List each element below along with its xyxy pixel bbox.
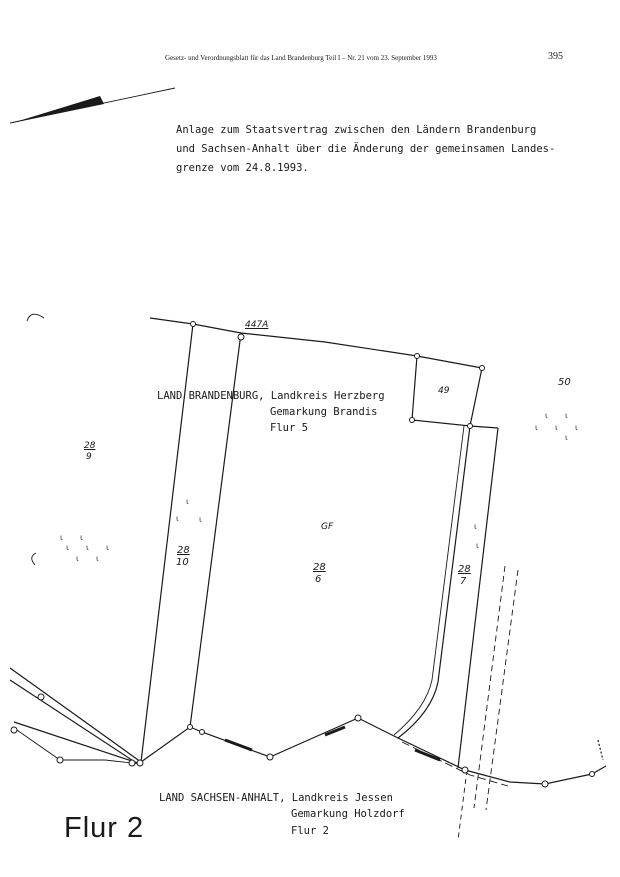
boundary-marker xyxy=(128,759,136,767)
parcel-label-28-6-numerator: 28 xyxy=(313,562,326,573)
boundary-marker xyxy=(354,714,362,722)
boundary-thick-segment-1 xyxy=(224,738,253,752)
south-boundary xyxy=(140,717,593,785)
boundary-marker xyxy=(187,724,193,730)
boundary-marker xyxy=(136,759,144,767)
dashed-line-3 xyxy=(457,769,468,841)
boundary-marker xyxy=(409,417,415,423)
parcel-28-10-east-line xyxy=(189,332,242,728)
parcel-28-7-east-line xyxy=(457,427,499,769)
sachsen-anhalt-gemarkung-label: Gemarkung Holzdorf xyxy=(291,808,405,820)
large-flur-label: Flur 2 xyxy=(64,812,145,844)
boundary-marker xyxy=(541,780,549,788)
tree-symbol: ɩ xyxy=(96,554,99,563)
brandenburg-state-label: LAND BRANDENBURG, Landkreis Herzberg xyxy=(157,390,385,402)
parcel-label-28-9-numerator: 28 xyxy=(84,441,96,451)
tree-symbol: ɩ xyxy=(76,554,79,563)
brandenburg-gemarkung-label: Gemarkung Brandis xyxy=(270,406,378,418)
west-diagonal-2 xyxy=(9,679,142,767)
sachsen-anhalt-flur-label: Flur 2 xyxy=(291,825,329,837)
parcel-label-28-7-denominator: 7 xyxy=(460,576,467,587)
tree-symbol: ɩ xyxy=(535,423,538,432)
east-edge-ticks xyxy=(597,739,604,761)
boundary-marker xyxy=(467,423,473,429)
margin-mark-top xyxy=(26,313,45,322)
parcel-49-extension xyxy=(469,425,499,429)
sachsen-anhalt-state-label: LAND SACHSEN-ANHALT, Landkreis Jessen xyxy=(159,792,393,804)
intro-line-1: Anlage zum Staatsvertrag zwischen den Lä… xyxy=(176,124,537,136)
parcel-label-50: 50 xyxy=(558,377,571,388)
tree-symbol: ɩ xyxy=(474,522,477,531)
north-boundary xyxy=(149,317,483,369)
tree-symbol: ɩ xyxy=(66,543,69,552)
east-boundary-inner xyxy=(393,425,465,736)
margin-mark-middle xyxy=(31,552,37,566)
parcel-label-gf: GF xyxy=(321,522,334,532)
boundary-marker xyxy=(199,729,205,735)
page-number: 395 xyxy=(548,51,563,62)
tree-symbol: ɩ xyxy=(555,423,558,432)
tree-symbol: ɩ xyxy=(476,541,479,550)
west-boundary-lower xyxy=(13,727,142,765)
boundary-marker xyxy=(10,726,18,734)
brandenburg-flur-label: Flur 5 xyxy=(270,422,308,434)
west-diagonal-1 xyxy=(9,667,142,763)
boundary-marker xyxy=(479,365,485,371)
parcel-49-outline xyxy=(411,355,483,427)
tree-symbol: ɩ xyxy=(60,533,63,542)
parcel-label-49: 49 xyxy=(438,386,450,396)
boundary-marker xyxy=(414,353,420,359)
boundary-marker xyxy=(37,693,45,701)
tree-symbol: ɩ xyxy=(575,423,578,432)
boundary-thick-segment-3 xyxy=(414,748,441,762)
parcel-label-28-10-denominator: 10 xyxy=(176,557,189,568)
east-boundary-outer xyxy=(397,425,471,739)
gazette-title: Gesetz- und Verordnungsblatt für das Lan… xyxy=(165,54,437,62)
boundary-marker xyxy=(461,766,469,774)
tree-symbol: ɩ xyxy=(186,497,189,506)
boundary-marker xyxy=(266,753,274,761)
tree-symbol: ɩ xyxy=(565,433,568,442)
tree-symbol: ɩ xyxy=(86,543,89,552)
boundary-marker xyxy=(56,756,64,764)
parcel-label-28-9-denominator: 9 xyxy=(86,452,92,462)
west-diagonal-3 xyxy=(13,721,142,765)
parcel-28-10-west-line xyxy=(140,323,194,763)
boundary-thick-segment-2 xyxy=(324,725,346,737)
boundary-marker xyxy=(190,321,196,327)
intro-line-2: und Sachsen-Anhalt über die Änderung der… xyxy=(176,143,556,155)
parcel-label-28-6-denominator: 6 xyxy=(315,574,322,585)
tree-symbol: ɩ xyxy=(80,533,83,542)
boundary-marker xyxy=(237,333,245,341)
parcel-label-447a: 447A xyxy=(245,320,269,330)
tree-symbol: ɩ xyxy=(545,411,548,420)
tree-symbol: ɩ xyxy=(199,515,202,524)
tree-symbol: ɩ xyxy=(176,514,179,523)
boundary-marker xyxy=(589,771,595,777)
tree-symbol: ɩ xyxy=(565,411,568,420)
tree-symbol: ɩ xyxy=(106,543,109,552)
arrow-head xyxy=(12,96,104,123)
dashed-line-2 xyxy=(473,565,506,809)
dashed-line-1 xyxy=(485,569,519,811)
intro-line-3: grenze vom 24.8.1993. xyxy=(176,162,309,174)
parcel-label-28-10-numerator: 28 xyxy=(177,545,190,556)
parcel-label-28-7-numerator: 28 xyxy=(458,564,471,575)
